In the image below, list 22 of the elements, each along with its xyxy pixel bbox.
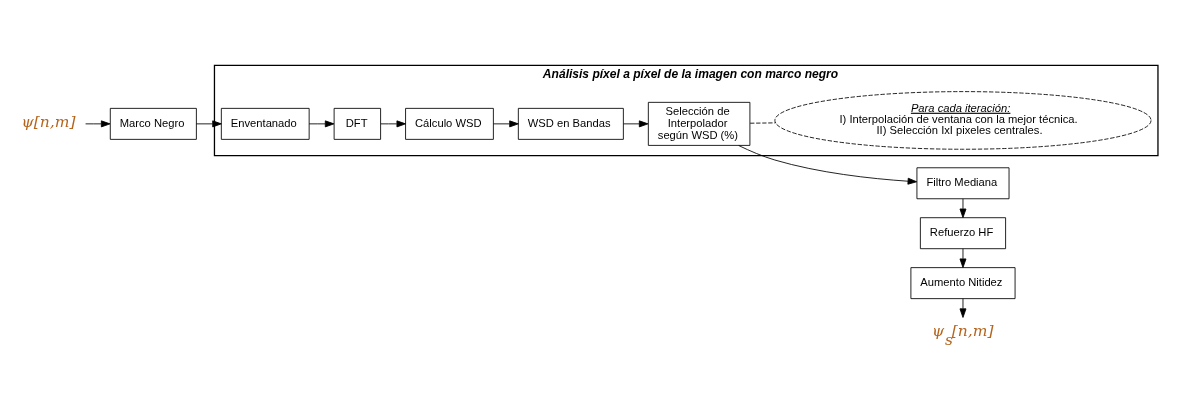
arrow	[493, 120, 519, 128]
node-box: WSD en Bandas	[517, 107, 624, 140]
node-box: DFT	[333, 107, 382, 140]
node-box: Marco Negro	[109, 107, 197, 140]
arrow	[85, 120, 111, 128]
connector	[749, 122, 776, 124]
arrow	[738, 145, 918, 185]
node-box: Aumento Nitidez	[910, 267, 1016, 300]
node-box: Refuerzo HF	[919, 217, 1007, 250]
node-text: ψ[n,m]	[21, 112, 76, 131]
arrow	[959, 198, 967, 219]
arrow	[196, 120, 222, 128]
arrow	[623, 120, 649, 128]
arrow	[308, 120, 335, 128]
node-box: Selección de Interpolador según WSD (%)	[647, 101, 751, 146]
node-box: Enventanado	[220, 107, 310, 140]
arrow	[959, 298, 967, 318]
node-box: Cálculo WSD	[405, 107, 494, 140]
arrow	[959, 248, 967, 268]
node-box: Filtro Mediana	[916, 167, 1010, 200]
node-ellipse: Para cada iteración: I) Interpolación de ventana con la mejor técnica. II) Selección IxI pixeles centrales.	[774, 91, 1152, 150]
arrow	[380, 120, 406, 128]
